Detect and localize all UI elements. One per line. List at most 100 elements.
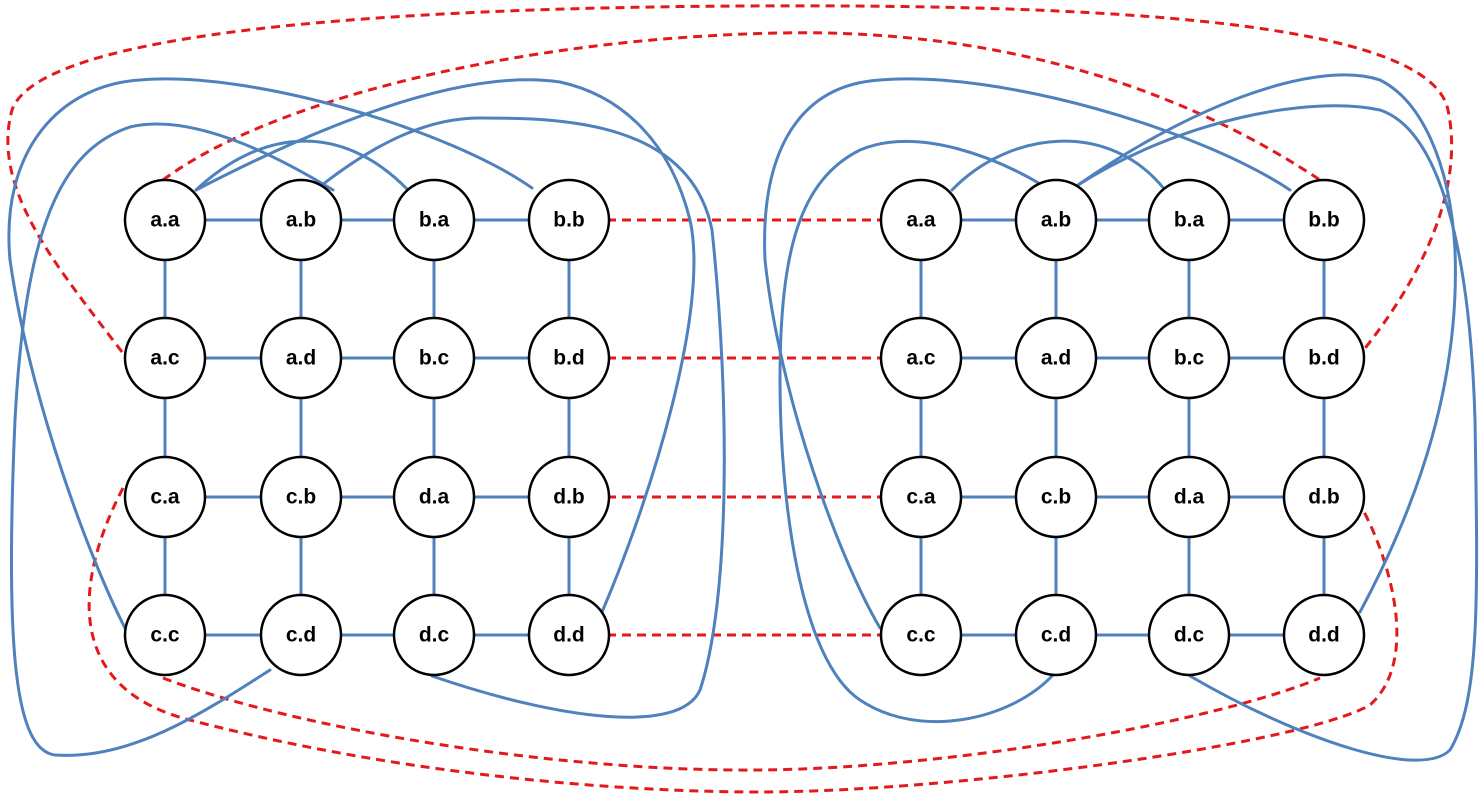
red-inner-bottom-loop — [162, 676, 1321, 772]
node-circle — [527, 178, 611, 262]
node-circle — [259, 316, 343, 400]
red-outer-top-loop — [6, 4, 1454, 353]
left_grid-node: c.b — [259, 455, 343, 539]
node-label: c.d — [286, 624, 316, 647]
left_grid-node: d.b — [527, 455, 611, 539]
left_grid-node: b.d — [527, 316, 611, 400]
node-label: b.c — [1174, 347, 1205, 370]
left_grid-node: b.b — [527, 178, 611, 262]
left_grid-node: a.b — [259, 178, 343, 262]
node-circle — [392, 316, 476, 400]
node-circle — [879, 593, 963, 677]
blue-edge-left-cd-loop — [9, 122, 335, 757]
node-label: b.b — [553, 209, 585, 232]
blue-edge-right-cd-loop — [778, 139, 1054, 724]
node-label: b.d — [553, 347, 585, 370]
left_grid-node: b.a — [392, 178, 476, 262]
node-circle — [1147, 593, 1231, 677]
node-circle — [527, 455, 611, 539]
blue-edges — [7, 73, 1479, 762]
node-label: b.d — [1308, 347, 1340, 370]
node-circle — [1282, 178, 1366, 262]
node-label: b.b — [1308, 209, 1340, 232]
node-circle — [879, 178, 963, 262]
node-label: a.d — [286, 347, 316, 370]
left_grid-node: c.d — [259, 593, 343, 677]
node-label: d.c — [1174, 624, 1205, 647]
node-label: d.d — [553, 624, 585, 647]
node-label: a.c — [150, 347, 180, 370]
node-label: b.a — [1174, 209, 1205, 232]
node-circle — [392, 593, 476, 677]
blue-edge-left-dd-loop — [194, 78, 696, 614]
left_grid-node: c.c — [123, 593, 207, 677]
node-circle — [123, 316, 207, 400]
node-label: c.d — [1041, 624, 1071, 647]
node-label: d.c — [419, 624, 450, 647]
node-label: a.c — [906, 347, 936, 370]
node-circle — [1282, 455, 1366, 539]
right_grid-node: c.c — [879, 593, 963, 677]
node-label: c.c — [150, 624, 180, 647]
right_grid-node: a.d — [1014, 316, 1098, 400]
node-circle — [392, 455, 476, 539]
node-circle — [123, 455, 207, 539]
node-label: d.a — [419, 486, 450, 509]
right_grid-node: d.d — [1282, 593, 1366, 677]
left_grid-node: b.c — [392, 316, 476, 400]
right_grid-node: d.a — [1147, 455, 1231, 539]
node-circle — [392, 178, 476, 262]
node-circle — [879, 316, 963, 400]
grid-edges — [163, 218, 1326, 637]
node-label: c.a — [150, 486, 180, 509]
node-label: d.b — [1308, 486, 1340, 509]
node-label: c.b — [286, 486, 316, 509]
node-label: b.a — [419, 209, 450, 232]
node-circle — [527, 593, 611, 677]
node-circle — [259, 455, 343, 539]
node-circle — [1147, 178, 1231, 262]
node-label: c.a — [906, 486, 936, 509]
node-label: d.d — [1308, 624, 1340, 647]
node-label: c.b — [1041, 486, 1071, 509]
node-label: d.b — [553, 486, 585, 509]
node-circle — [1014, 178, 1098, 262]
left_grid-node: d.d — [527, 593, 611, 677]
node-label: a.d — [1041, 347, 1071, 370]
node-label: c.c — [906, 624, 936, 647]
node-circle — [1282, 593, 1366, 677]
node-circle — [123, 593, 207, 677]
node-circle — [259, 178, 343, 262]
node-circle — [1014, 593, 1098, 677]
blue-edge-right-aa-cc — [763, 77, 1292, 630]
node-circle — [123, 178, 207, 262]
node-label: a.a — [906, 209, 936, 232]
right_grid-node: d.b — [1282, 455, 1366, 539]
nodes: a.a a.b b.a b.b a.c a.d b.c b.d c.a c.b d.a d.b c.c c… — [123, 178, 1366, 677]
red-inner-top-loop — [162, 31, 1321, 182]
node-label: a.a — [150, 209, 180, 232]
node-circle — [1147, 316, 1231, 400]
blue-edge-right-dd-loop — [1076, 73, 1457, 614]
right_grid-node: d.c — [1147, 593, 1231, 677]
node-circle — [1014, 316, 1098, 400]
right_grid-node: b.a — [1147, 178, 1231, 262]
node-label: a.b — [1041, 209, 1071, 232]
red-outer-bottom-loop — [87, 487, 1399, 794]
left_grid-node: a.d — [259, 316, 343, 400]
blue-edge-left-ab-bb — [320, 116, 726, 719]
blue-edge-right-aa-ba — [950, 139, 1167, 192]
right_grid-node: a.a — [879, 178, 963, 262]
right_grid-node: c.a — [879, 455, 963, 539]
right_grid-node: b.d — [1282, 316, 1366, 400]
left_grid-node: d.a — [392, 455, 476, 539]
node-label: a.b — [286, 209, 316, 232]
red-dashed-edges — [6, 4, 1454, 794]
right_grid-node: b.c — [1147, 316, 1231, 400]
node-circle — [527, 316, 611, 400]
blue-edge-right-ab-bb — [1076, 104, 1479, 762]
right_grid-node: a.b — [1014, 178, 1098, 262]
right_grid-node: c.d — [1014, 593, 1098, 677]
node-circle — [1014, 455, 1098, 539]
